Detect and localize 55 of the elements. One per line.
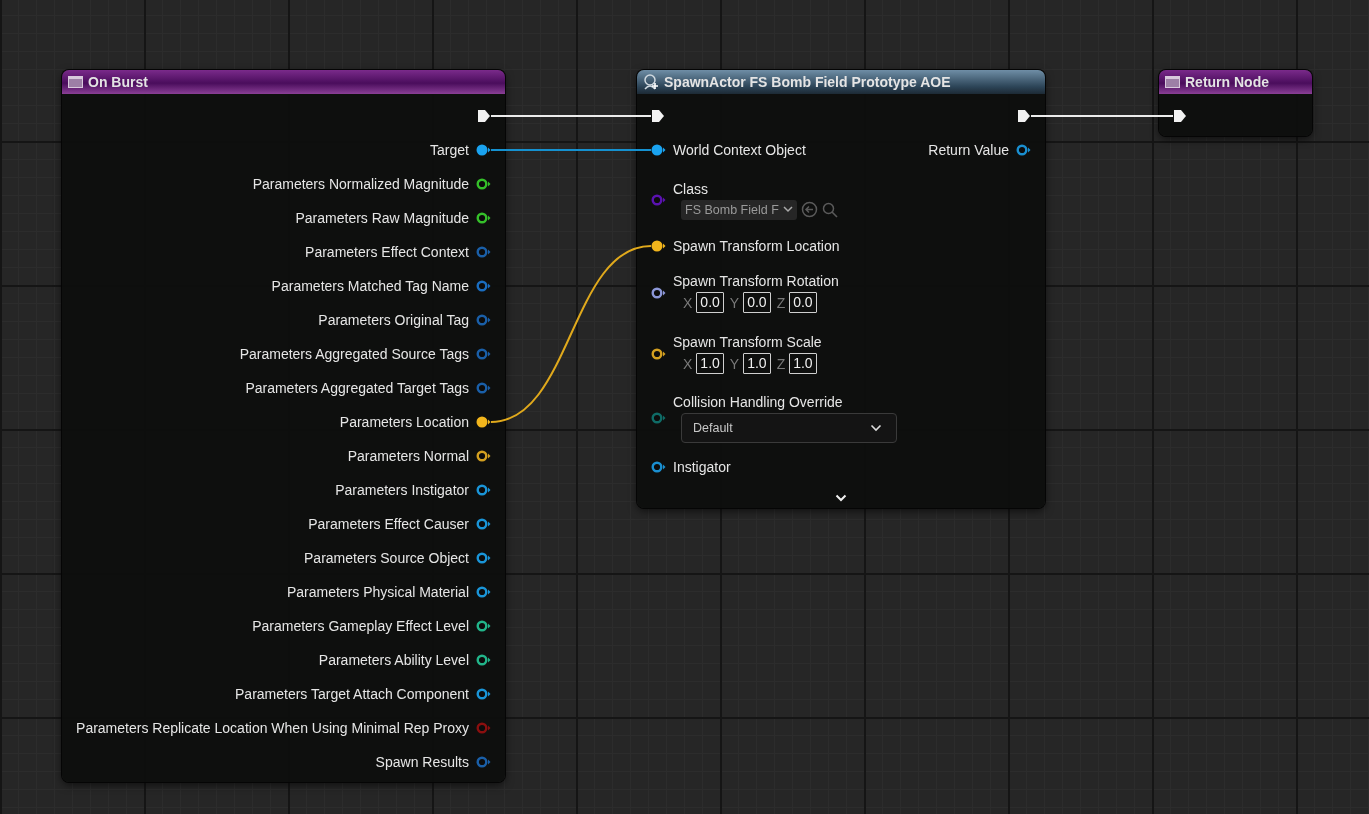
pin-label: Parameters Effect Causer xyxy=(308,516,469,532)
pin-label: Parameters Normalized Magnitude xyxy=(252,176,469,192)
pin-label: Spawn Transform Rotation xyxy=(673,273,839,289)
pin-label: Parameters Source Object xyxy=(304,550,469,566)
pin-label: Instigator xyxy=(673,459,731,475)
pin-label: Parameters Normal xyxy=(347,448,469,464)
select-dropdown: Default xyxy=(681,412,897,443)
number-field: 0.0 xyxy=(743,292,771,313)
exec-pin xyxy=(1017,109,1031,123)
axis-label: Y xyxy=(729,294,740,311)
exec-pin xyxy=(477,109,491,123)
class-dropdown: FS Bomb Field F xyxy=(681,199,797,220)
pin-label: Parameters Target Attach Component xyxy=(235,686,469,702)
axis-label: Y xyxy=(729,355,740,372)
pin-label: Spawn Results xyxy=(375,754,469,770)
node-title: Return Node xyxy=(1185,74,1269,90)
node-title: On Burst xyxy=(88,74,148,90)
pin-label: Parameters Ability Level xyxy=(318,652,469,668)
pin-label: Return Value xyxy=(928,142,1009,158)
pin-label: Target xyxy=(430,142,469,158)
axis-label: Z xyxy=(776,294,786,311)
pin-label: Parameters Instigator xyxy=(335,482,469,498)
pin-label: Spawn Transform Location xyxy=(673,238,840,254)
connector-wire xyxy=(490,149,652,151)
pin-label: Class xyxy=(673,180,709,197)
pin-label: Collision Handling Override xyxy=(673,393,844,410)
axis-label: X xyxy=(683,294,693,311)
connector-wire xyxy=(490,245,652,423)
graph-node xyxy=(637,70,1045,508)
pin-label: Parameters Aggregated Target Tags xyxy=(245,380,469,396)
pin-label: Parameters Aggregated Source Tags xyxy=(239,346,469,362)
pin-label: Parameters Replicate Location When Using Minimal Rep Proxy xyxy=(76,720,469,736)
pin-label: Parameters Raw Magnitude xyxy=(295,210,469,226)
pin-label: Parameters Matched Tag Name xyxy=(271,278,469,294)
exec-pin xyxy=(651,109,665,123)
pin-label: Parameters Original Tag xyxy=(318,312,469,328)
pin-label: Parameters Location xyxy=(339,414,469,430)
number-field: 0.0 xyxy=(789,292,817,313)
number-field: 1.0 xyxy=(696,353,724,374)
exec-pin xyxy=(1173,109,1187,123)
pin-label: Parameters Physical Material xyxy=(286,584,469,600)
pin-label: Parameters Gameplay Effect Level xyxy=(252,618,469,634)
connector-wire xyxy=(490,115,652,117)
graph-node xyxy=(62,70,505,782)
node-title: SpawnActor FS Bomb Field Prototype AOE xyxy=(664,74,951,90)
number-field: 1.0 xyxy=(743,353,771,374)
number-field: 1.0 xyxy=(789,353,817,374)
axis-label: X xyxy=(683,355,693,372)
graph-node xyxy=(1159,70,1312,136)
connector-wire xyxy=(1030,115,1174,117)
pin-label: Spawn Transform Scale xyxy=(673,334,822,350)
number-field: 0.0 xyxy=(696,292,724,313)
pin-label: World Context Object xyxy=(673,142,806,158)
axis-label: Z xyxy=(776,355,786,372)
pin-label: Parameters Effect Context xyxy=(305,244,469,260)
